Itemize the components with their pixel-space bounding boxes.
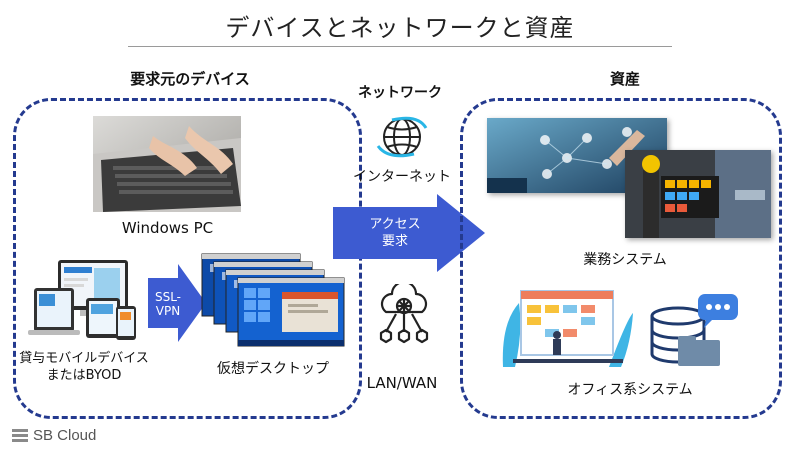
page-title: デバイスとネットワークと資産	[225, 14, 575, 42]
ssl-vpn-label-line1: SSL-	[154, 290, 182, 304]
ssl-vpn-arrow	[148, 264, 206, 342]
business-system-label: 業務システム	[583, 252, 667, 268]
requesting-devices-heading: 要求元のデバイス	[130, 70, 250, 88]
windows-pc-image	[93, 116, 241, 212]
network-heading: ネットワーク	[358, 85, 442, 101]
mobile-devices-label-line2: またはBYOD	[46, 368, 122, 383]
network-hub-icon	[374, 280, 434, 352]
ssl-vpn-label-line2: VPN	[155, 304, 181, 318]
mobile-devices-label: 貸与モバイルデバイス またはBYOD	[18, 350, 150, 384]
virtual-desktop-label: 仮想デスクトップ	[217, 361, 329, 377]
access-request-line1: アクセス	[369, 217, 421, 232]
sb-cloud-logo: SB Cloud	[12, 424, 122, 446]
logo-mark-icon	[12, 427, 28, 443]
mobile-devices-label-line1: 貸与モバイルデバイス	[19, 351, 149, 366]
title-divider	[128, 46, 672, 47]
lan-wan-label: LAN/WAN	[366, 374, 438, 392]
ssl-vpn-label: SSL- VPN	[150, 290, 186, 318]
assets-group	[460, 98, 782, 419]
logo-text: SB Cloud	[33, 426, 97, 444]
office-system-label: オフィス系システム	[567, 382, 693, 398]
windows-pc-label: Windows PC	[121, 219, 214, 237]
database-chat-icon	[646, 290, 740, 370]
access-request-arrow	[333, 194, 485, 272]
access-request-label: アクセス 要求	[352, 216, 438, 250]
assets-heading: 資産	[609, 70, 640, 88]
office-system-illustration	[493, 283, 635, 367]
business-system-image-2	[625, 150, 771, 238]
internet-label: インターネット	[353, 169, 451, 185]
mobile-devices-image	[28, 258, 144, 344]
virtual-desktop-image	[200, 252, 348, 350]
access-request-line2: 要求	[381, 234, 408, 249]
globe-icon	[374, 112, 430, 162]
